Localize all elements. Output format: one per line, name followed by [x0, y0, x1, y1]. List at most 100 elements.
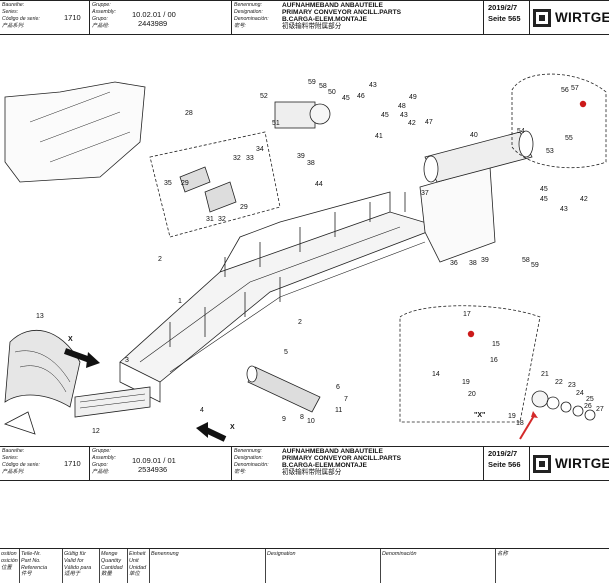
series-cell: Baureihe: Series: Código de serie: 产品系列:…: [0, 1, 90, 34]
sheet-page: Seite 566: [488, 460, 521, 469]
part-callout: 34: [256, 146, 264, 153]
part-callout: 44: [315, 181, 323, 188]
designation-name-es: B.CARGA-ELEM.MONTAJE: [282, 462, 367, 469]
part-callout: "X": [474, 412, 485, 419]
part-callout: 10: [307, 418, 315, 425]
part-callout: 58: [319, 83, 327, 90]
part-callout: 26: [584, 403, 592, 410]
part-callout: 22: [555, 379, 563, 386]
part-callout: 39: [297, 153, 305, 160]
part-callout: 50: [328, 89, 336, 96]
part-callout: 19: [462, 379, 470, 386]
sheet-date: 2019/2/7: [488, 3, 518, 12]
series-label-zh: 产品系列:: [2, 469, 25, 475]
part-callout: 31: [206, 216, 214, 223]
part-callout: 32: [233, 155, 241, 162]
part-callout: 21: [541, 371, 549, 378]
col-designation-label: Designation: [267, 551, 296, 557]
part-callout: 28: [185, 110, 193, 117]
part-callout: 51: [272, 120, 280, 127]
wirtgen-logo: WIRTGEN: [533, 455, 609, 473]
group-label-zh: 产品组:: [92, 469, 110, 475]
part-callout: 23: [568, 382, 576, 389]
group-number: 2443989: [138, 19, 168, 28]
designation-label-es: Denominación:: [234, 16, 269, 22]
group-label-de: Gruppe:: [92, 2, 111, 8]
col-denominacion-label: Denominación: [382, 551, 417, 557]
part-callout: 27: [596, 406, 604, 413]
date-cell: 2019/2/7 Seite 566: [484, 447, 530, 480]
part-callout: 1: [178, 298, 182, 305]
designation-name-en: PRIMARY CONVEYOR ANCILL.PARTS: [282, 455, 402, 462]
group-label-zh: 产品组:: [92, 23, 110, 29]
group-number: 2534936: [138, 465, 168, 474]
part-callout: 43: [560, 206, 568, 213]
part-callout: 57: [571, 85, 579, 92]
part-callout: 6: [336, 384, 340, 391]
series-label-de: Baureihe:: [2, 2, 25, 8]
group-label-es: Grupo:: [92, 462, 108, 468]
designation-name-es: B.CARGA-ELEM.MONTAJE: [282, 16, 367, 23]
designation-name-zh: 初级输料带附属部分: [282, 23, 342, 30]
part-callout: 25: [586, 396, 594, 403]
group-label-en: Assembly:: [92, 455, 116, 461]
part-callout: 47: [425, 119, 433, 126]
part-callout: X: [68, 336, 73, 343]
part-callout: 43: [400, 112, 408, 119]
part-callout: 38: [307, 160, 315, 167]
part-callout: 2: [158, 256, 162, 263]
designation-label-zh: 密号:: [234, 23, 246, 29]
brand-cell: WIRTGEN: [530, 1, 609, 34]
group-label-en: Assembly:: [92, 9, 116, 15]
sheet-header-bottom: Baureihe: Series: Código de serie: 产品系列:…: [0, 446, 609, 481]
wirtgen-logo-text: WIRTGEN: [555, 456, 609, 471]
part-callout: 42: [408, 120, 416, 127]
series-value: 1710: [64, 13, 81, 22]
part-callout: X: [230, 424, 235, 431]
designation-label-de: Benennung:: [234, 2, 262, 8]
part-callout: 46: [357, 93, 365, 100]
part-callout: 9: [282, 416, 286, 423]
col-benennung-label: Benennung: [151, 551, 179, 557]
designation-label-de: Benennung:: [234, 448, 262, 454]
group-cell: Gruppe: Assembly: Grupo: 产品组: 10.02.01 /…: [90, 1, 232, 34]
part-callout: 35: [164, 180, 172, 187]
part-callout: 52: [260, 93, 268, 100]
designation-name-zh: 初级输料带附属部分: [282, 469, 342, 476]
group-label-de: Gruppe:: [92, 448, 111, 454]
designation-label-es: Denominación:: [234, 462, 269, 468]
col-designation: Designation: [266, 549, 381, 583]
designation-name-en: PRIMARY CONVEYOR ANCILL.PARTS: [282, 9, 402, 16]
designation-name-de: AUFNAHMEBAND ANBAUTEILE: [282, 2, 383, 9]
part-callout: 33: [246, 155, 254, 162]
group-value: 10.09.01 / 01: [132, 456, 176, 465]
sheet-header-top: Baureihe: Series: Código de serie: 产品系列:…: [0, 0, 609, 35]
col-chinese-name-label: 名称: [497, 551, 508, 557]
part-callout: 8: [300, 414, 304, 421]
series-label-es: Código de serie:: [2, 462, 40, 468]
group-label-es: Grupo:: [92, 16, 108, 22]
part-callout: 43: [369, 82, 377, 89]
part-callout: 19: [508, 413, 516, 420]
part-callout: 58: [522, 257, 530, 264]
series-cell: Baureihe: Series: Código de serie: 产品系列:…: [0, 447, 90, 480]
part-callout: 45: [381, 112, 389, 119]
series-value: 1710: [64, 459, 81, 468]
highlight-marker-icon: [467, 330, 475, 338]
part-callout: 16: [490, 357, 498, 364]
col-benennung: Benennung: [150, 549, 266, 583]
part-callout: 29: [240, 204, 248, 211]
designation-cell: Benennung: Designation: Denominación: 密号…: [232, 1, 484, 34]
sheet-date: 2019/2/7: [488, 449, 518, 458]
part-callout: 7: [344, 396, 348, 403]
part-callout: 3: [125, 357, 129, 364]
part-callout: 45: [342, 95, 350, 102]
part-callout: 14: [432, 371, 440, 378]
